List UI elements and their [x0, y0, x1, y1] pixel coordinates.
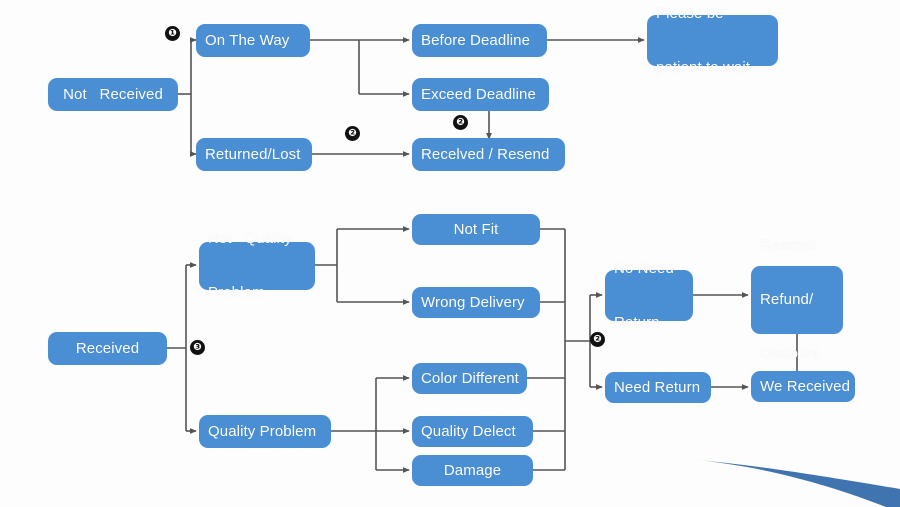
node-label-wrap: Not Quality Problem [208, 194, 292, 338]
step-marker-label: ❷ [456, 117, 465, 128]
node-received-resend[interactable]: Recelved / Resend [412, 138, 565, 171]
node-label-line2: Refund/ [760, 291, 814, 308]
node-color-different[interactable]: Color Different [412, 363, 527, 394]
node-need-return[interactable]: Need Return [605, 372, 711, 403]
node-label-line2: Problem [208, 284, 265, 301]
node-label-line1: Please be [656, 4, 724, 22]
node-label: Color Different [421, 369, 519, 387]
decorative-swoosh [686, 459, 900, 507]
node-label: Need Return [614, 378, 701, 396]
node-label: Before Deadline [421, 31, 531, 49]
node-label-line1: Resend/ [760, 237, 817, 254]
node-returned-lost[interactable]: Returned/Lost [196, 138, 312, 171]
step-marker-1: ❶ [165, 26, 180, 41]
step-marker-2-exceed: ❷ [453, 115, 468, 130]
node-label: Not Fit [453, 220, 499, 238]
node-label: Not Received [63, 85, 163, 103]
node-label: Wrong Delivery [421, 293, 525, 311]
step-marker-label: ❸ [193, 342, 202, 353]
step-marker-3: ❸ [190, 340, 205, 355]
node-label: Quality Problem [208, 422, 317, 440]
node-label-wrap: Resend/ Refund/ Discount [760, 201, 819, 399]
step-marker-2-returned: ❷ [345, 126, 360, 141]
node-quality-defect[interactable]: Quality Delect [412, 416, 533, 447]
node-label-wrap: No Need Return [614, 224, 674, 368]
step-marker-label: ❶ [168, 28, 177, 39]
node-label: Recelved / Resend [421, 145, 550, 163]
node-label: Received [75, 339, 140, 357]
node-resend-refund-discount[interactable]: Resend/ Refund/ Discount [751, 237, 843, 362]
node-label-line1: Not Quality [208, 230, 292, 247]
node-label-line3: Discount [760, 345, 820, 362]
step-marker-label: ❷ [348, 128, 357, 139]
step-marker-2-bottom: ❷ [590, 332, 605, 347]
step-marker-label: ❷ [593, 334, 602, 345]
node-not-quality-problem[interactable]: Not Quality Problem [199, 230, 315, 301]
node-no-need-return[interactable]: No Need Return [605, 260, 693, 331]
node-received[interactable]: Received [48, 332, 167, 365]
node-not-received[interactable]: Not Received [48, 78, 178, 111]
node-quality-problem[interactable]: Quality Problem [199, 415, 331, 448]
node-label: Damage [443, 461, 502, 479]
node-damage[interactable]: Damage [412, 455, 533, 486]
node-exceed-deadline[interactable]: Exceed Deadline [412, 78, 549, 111]
node-label: We Received [760, 377, 851, 395]
node-label-line2: patient to wait [656, 58, 751, 76]
node-wrong-delivery[interactable]: Wrong Delivery [412, 287, 540, 318]
node-label-line2: Return [614, 313, 660, 331]
node-not-fit[interactable]: Not Fit [412, 214, 540, 245]
node-label-line1: No Need [614, 259, 674, 277]
node-label: Quality Delect [421, 422, 516, 440]
node-we-received[interactable]: We Received [751, 371, 855, 402]
node-label-wrap: Please be patient to wait [656, 0, 750, 113]
node-label: On The Way [205, 31, 290, 49]
node-label: Returned/Lost [205, 145, 301, 163]
node-label: Exceed Deadline [421, 85, 536, 103]
node-before-deadline[interactable]: Before Deadline [412, 24, 547, 57]
node-on-the-way[interactable]: On The Way [196, 24, 310, 57]
node-please-be-patient[interactable]: Please be patient to wait [647, 5, 778, 76]
